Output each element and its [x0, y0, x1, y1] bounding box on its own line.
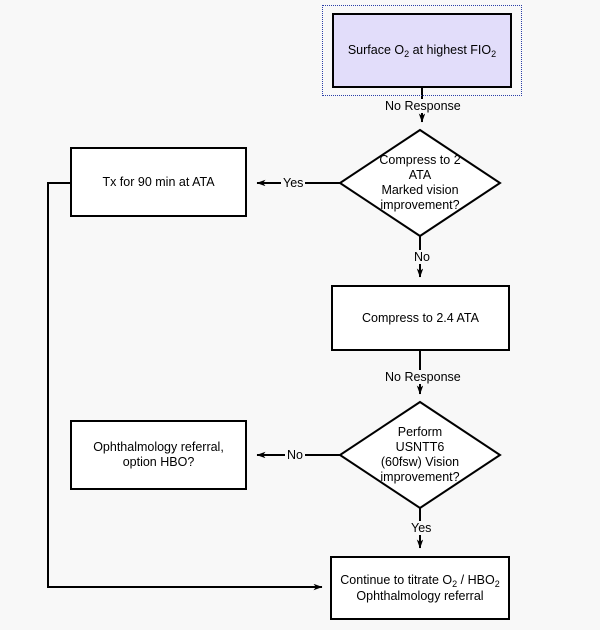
subscript-2: 2 — [404, 48, 410, 59]
subscript-2: 2 — [494, 578, 500, 589]
edge-label-no-response-1: No Response — [383, 99, 463, 113]
node-continue-titrate[interactable]: Continue to titrate O2 / HBO2 Ophthalmol… — [330, 556, 510, 620]
decision1-line2: ATA — [408, 168, 432, 182]
node-tx-90min[interactable]: Tx for 90 min at ATA — [70, 147, 247, 217]
decision2-line4: improvement? — [380, 470, 460, 484]
decision1-line1: Compress to 2 — [379, 153, 461, 167]
edge-label-yes-2: Yes — [409, 521, 434, 535]
node-surface-o2[interactable]: Surface O2 at highest FIO2 — [332, 13, 512, 88]
ophthalmology-line1: Ophthalmology referral, — [93, 440, 224, 454]
node-surface-o2-label: Surface O2 at highest FIO2 — [347, 42, 497, 59]
edge-label-no-response-2: No Response — [383, 370, 463, 384]
node-decision-compress-2ata-label[interactable]: Compress to 2 ATA Marked vision improvem… — [350, 141, 490, 225]
node-ophthalmology-hbo[interactable]: Ophthalmology referral, option HBO? — [70, 420, 247, 490]
subscript-2: 2 — [452, 578, 458, 589]
continue-titrate-line2: Ophthalmology referral — [356, 588, 484, 603]
decision1-line4: improvement? — [380, 198, 460, 212]
decision1-line3: Marked vision — [381, 183, 459, 197]
subscript-2: 2 — [491, 48, 497, 59]
edge-label-no-2: No — [285, 448, 305, 462]
edge-label-yes-1: Yes — [281, 176, 306, 190]
edge-label-no-1: No — [412, 250, 432, 264]
node-compress-24ata-label: Compress to 2.4 ATA — [362, 310, 479, 325]
ophthalmology-line2: option HBO? — [122, 455, 195, 469]
node-tx-90min-label: Tx for 90 min at ATA — [102, 174, 215, 189]
decision2-line3: (60fsw) Vision — [380, 455, 460, 469]
node-compress-24ata[interactable]: Compress to 2.4 ATA — [331, 285, 510, 351]
decision2-line2: USNTT6 — [395, 440, 445, 454]
decision2-line1: Perform — [397, 425, 443, 439]
continue-titrate-line1: Continue to titrate O2 / HBO2 — [340, 572, 500, 589]
edge-tx-feedback-loop — [47, 182, 323, 591]
node-decision-usntt6-label[interactable]: Perform USNTT6 (60fsw) Vision improvemen… — [350, 413, 490, 497]
